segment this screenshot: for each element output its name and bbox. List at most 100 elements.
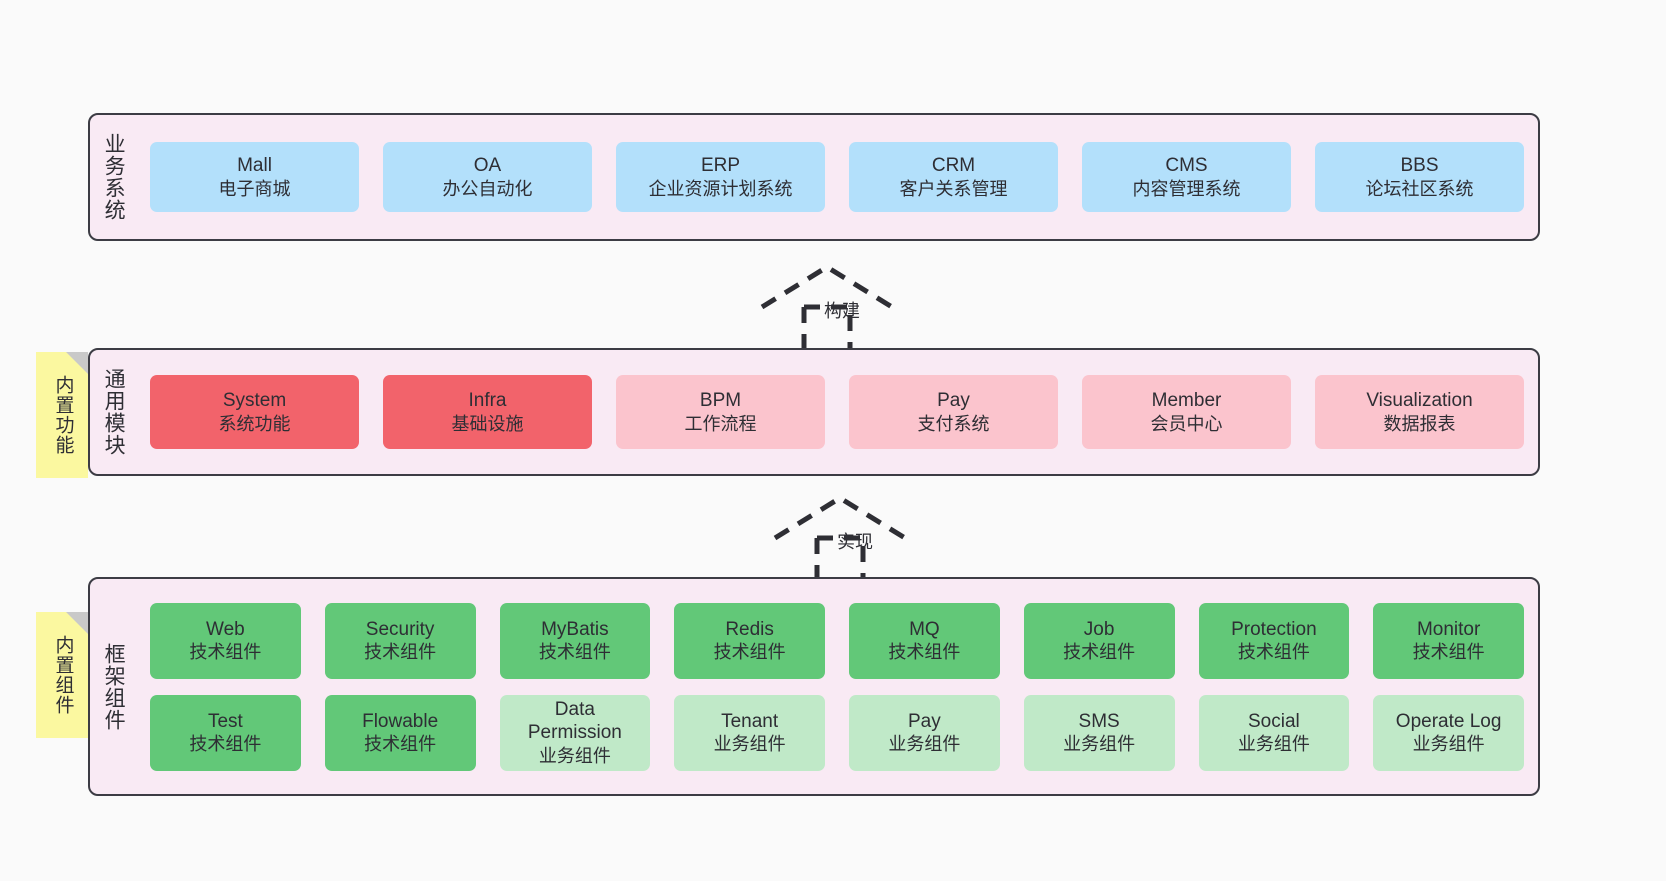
card-job[interactable]: Job 技术组件 (1023, 602, 1175, 679)
card-infra-subtitle: 基础设施 (451, 413, 524, 434)
card-protection-subtitle: 技术组件 (1237, 642, 1310, 663)
card-infra-title: Infra (468, 390, 507, 412)
card-redis[interactable]: Redis 技术组件 (674, 602, 825, 679)
card-monitor[interactable]: Monitor 技术组件 (1373, 602, 1524, 679)
card-mall[interactable]: Mall 电子商城 (150, 142, 359, 212)
note-fold-icon (66, 352, 88, 374)
card-test-title: Test (207, 710, 243, 732)
card-oa[interactable]: OA 办公自动化 (383, 142, 592, 212)
layer-framework-component-body: Web 技术组件 Security 技术组件 MyBatis 技术组件 Redi… (136, 579, 1538, 794)
card-job-subtitle: 技术组件 (1063, 642, 1136, 663)
card-mq[interactable]: MQ 技术组件 (849, 602, 1000, 679)
card-web[interactable]: Web 技术组件 (150, 602, 301, 679)
card-social-subtitle: 业务组件 (1237, 734, 1310, 755)
card-bbs-title: BBS (1400, 155, 1439, 177)
card-oa-title: OA (473, 155, 502, 177)
card-cms[interactable]: CMS 内容管理系统 (1082, 142, 1291, 212)
arrow-build: 构建 (757, 257, 927, 353)
framework-business-row: Test 技术组件 Flowable 技术组件 Data Permission … (150, 694, 1524, 771)
card-pay-module[interactable]: Pay 支付系统 (849, 375, 1058, 449)
card-operate-log[interactable]: Operate Log 业务组件 (1373, 694, 1524, 771)
card-tenant-title: Tenant (721, 710, 779, 732)
arrow-implement-label: 实现 (837, 532, 873, 552)
card-bpm-subtitle: 工作流程 (684, 413, 757, 434)
card-tenant[interactable]: Tenant 业务组件 (674, 694, 825, 771)
card-job-title: Job (1083, 618, 1115, 640)
card-cms-subtitle: 内容管理系统 (1132, 178, 1241, 199)
layer-framework-component: 框架组件 Web 技术组件 Security 技术组件 MyBatis 技术组件… (88, 577, 1540, 796)
layer-business-system-label: 业务系统 (102, 133, 126, 221)
card-mq-subtitle: 技术组件 (888, 642, 961, 663)
card-crm[interactable]: CRM 客户关系管理 (849, 142, 1058, 212)
card-crm-subtitle: 客户关系管理 (899, 178, 1008, 199)
card-data-permission[interactable]: Data Permission 业务组件 (499, 694, 651, 771)
card-bpm[interactable]: BPM 工作流程 (616, 375, 825, 449)
card-pay-module-title: Pay (937, 390, 970, 412)
card-mall-title: Mall (237, 155, 272, 177)
arrow-build-icon (760, 264, 894, 353)
card-redis-subtitle: 技术组件 (713, 642, 786, 663)
layer-business-system-body: Mall 电子商城 OA 办公自动化 ERP 企业资源计划系统 CRM 客户关系… (136, 115, 1538, 239)
card-crm-title: CRM (931, 155, 976, 177)
card-test-subtitle: 技术组件 (189, 734, 262, 755)
card-protection[interactable]: Protection 技术组件 (1198, 602, 1350, 679)
arrow-implement-icon (773, 495, 907, 584)
card-bbs[interactable]: BBS 论坛社区系统 (1315, 142, 1524, 212)
card-web-subtitle: 技术组件 (189, 642, 262, 663)
card-visualization-subtitle: 数据报表 (1383, 413, 1456, 434)
card-mq-title: MQ (909, 618, 940, 640)
layer-common-module-label: 通用模块 (102, 368, 126, 456)
card-pay-module-subtitle: 支付系统 (917, 413, 990, 434)
card-social[interactable]: Social 业务组件 (1198, 694, 1350, 771)
card-cms-title: CMS (1165, 155, 1208, 177)
card-data-permission-title: Data Permission (527, 698, 622, 744)
card-test[interactable]: Test 技术组件 (150, 694, 301, 771)
common-card-row: System 系统功能 Infra 基础设施 BPM 工作流程 Pay 支付系统… (150, 375, 1524, 449)
card-bpm-title: BPM (699, 390, 742, 412)
card-web-title: Web (206, 618, 245, 640)
card-member[interactable]: Member 会员中心 (1082, 375, 1291, 449)
card-member-subtitle: 会员中心 (1150, 413, 1223, 434)
arrow-implement: 实现 (770, 488, 940, 584)
card-erp-subtitle: 企业资源计划系统 (648, 178, 793, 199)
card-mall-subtitle: 电子商城 (218, 178, 291, 199)
layer-common-module: 通用模块 System 系统功能 Infra 基础设施 BPM 工作流程 Pay… (88, 348, 1540, 476)
card-redis-title: Redis (725, 618, 774, 640)
card-pay-component[interactable]: Pay 业务组件 (849, 694, 1000, 771)
card-erp-title: ERP (700, 155, 741, 177)
card-oa-subtitle: 办公自动化 (442, 178, 533, 199)
card-operate-log-title: Operate Log (1395, 710, 1502, 732)
card-pay-component-subtitle: 业务组件 (888, 734, 961, 755)
business-card-row: Mall 电子商城 OA 办公自动化 ERP 企业资源计划系统 CRM 客户关系… (150, 142, 1524, 212)
card-sms[interactable]: SMS 业务组件 (1023, 694, 1175, 771)
sticky-note-builtin-features: 内置功能 (36, 352, 88, 478)
layer-business-system: 业务系统 Mall 电子商城 OA 办公自动化 ERP 企业资源计划系统 CRM… (88, 113, 1540, 241)
card-flowable-title: Flowable (362, 710, 439, 732)
sticky-note-builtin-components: 内置组件 (36, 612, 88, 738)
card-visualization[interactable]: Visualization 数据报表 (1315, 375, 1524, 449)
card-data-permission-subtitle: 业务组件 (538, 745, 611, 766)
card-flowable[interactable]: Flowable 技术组件 (324, 694, 476, 771)
card-security[interactable]: Security 技术组件 (324, 602, 476, 679)
card-protection-title: Protection (1231, 618, 1317, 640)
sticky-note-builtin-features-label: 内置功能 (52, 375, 74, 455)
card-mybatis[interactable]: MyBatis 技术组件 (499, 602, 651, 679)
card-infra[interactable]: Infra 基础设施 (383, 375, 592, 449)
card-visualization-title: Visualization (1366, 390, 1473, 412)
card-system[interactable]: System 系统功能 (150, 375, 359, 449)
card-mybatis-title: MyBatis (541, 618, 609, 640)
card-monitor-title: Monitor (1416, 618, 1481, 640)
layer-common-module-body: System 系统功能 Infra 基础设施 BPM 工作流程 Pay 支付系统… (136, 350, 1538, 474)
card-erp[interactable]: ERP 企业资源计划系统 (616, 142, 825, 212)
card-security-title: Security (365, 618, 435, 640)
card-mybatis-subtitle: 技术组件 (538, 642, 611, 663)
card-monitor-subtitle: 技术组件 (1412, 642, 1485, 663)
card-flowable-subtitle: 技术组件 (364, 734, 437, 755)
card-system-subtitle: 系统功能 (218, 413, 291, 434)
arrow-build-label: 构建 (824, 301, 860, 321)
card-tenant-subtitle: 业务组件 (713, 734, 786, 755)
card-sms-title: SMS (1078, 710, 1120, 732)
card-member-title: Member (1151, 390, 1222, 412)
card-sms-subtitle: 业务组件 (1063, 734, 1136, 755)
